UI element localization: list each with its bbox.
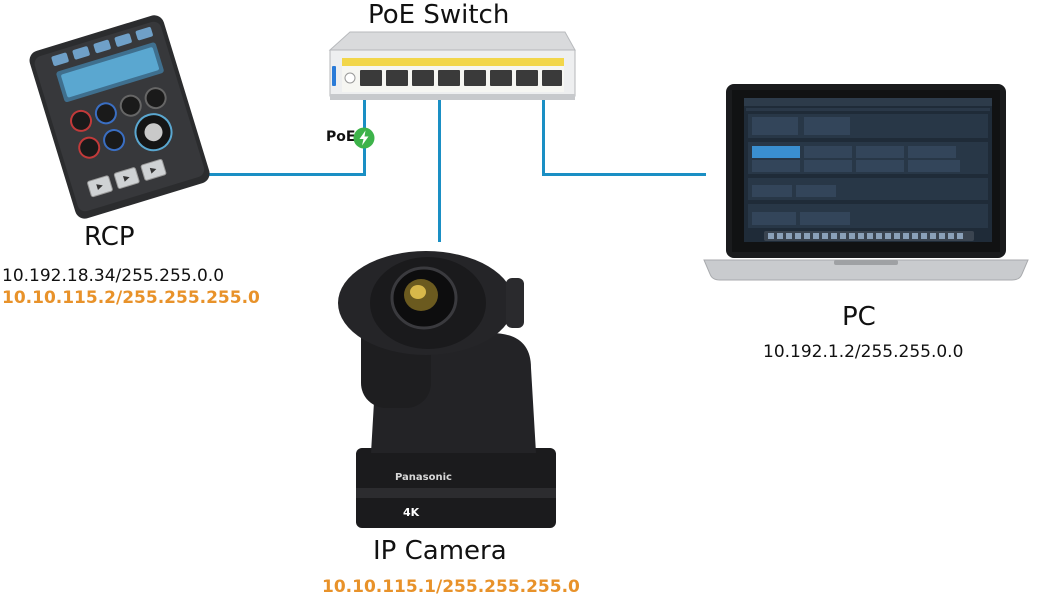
camera-4k-badge: 4K — [403, 506, 420, 519]
ip-camera-device — [338, 251, 556, 528]
wire-rcp-horizontal — [189, 173, 366, 176]
poe-label: PoE — [326, 129, 356, 145]
pc-ip: 10.192.1.2/255.255.0.0 — [763, 342, 964, 362]
wire-camera-vertical — [438, 100, 441, 242]
rcp-label: RCP — [84, 222, 135, 252]
pc-label: PC — [842, 302, 876, 332]
rcp-ip-primary: 10.192.18.34/255.255.0.0 — [2, 266, 225, 286]
wire-pc-vertical — [542, 100, 545, 176]
switch-ports — [360, 70, 562, 86]
camera-brand-text: Panasonic — [395, 472, 452, 483]
camera-ip: 10.10.115.1/255.255.255.0 — [322, 577, 580, 597]
rcp-device — [29, 15, 210, 219]
laptop-device — [703, 84, 1029, 281]
camera-label: IP Camera — [373, 536, 507, 566]
lightning-bolt-icon — [353, 127, 375, 149]
wire-pc-horizontal — [542, 173, 706, 176]
poe-switch-device — [328, 31, 576, 100]
rcp-ip-secondary: 10.10.115.2/255.255.255.0 — [2, 288, 260, 308]
switch-label: PoE Switch — [368, 0, 510, 30]
